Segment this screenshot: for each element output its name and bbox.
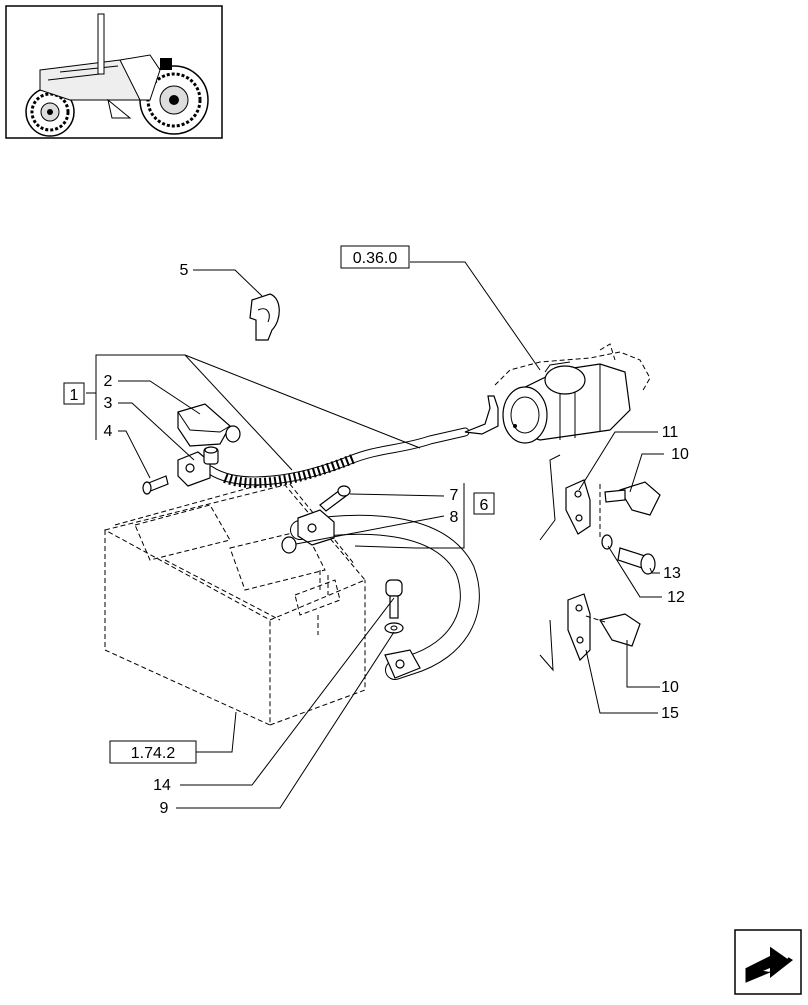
ref-label-1742: 1.74.2: [131, 745, 176, 762]
bracket-lower: [567, 593, 641, 662]
tractor-thumbnail: [5, 5, 223, 139]
ground-bolt: [384, 579, 404, 634]
ref-box-1742[interactable]: 1.74.2: [109, 740, 197, 764]
item-label-1: 1: [70, 387, 79, 404]
callout-14: 14: [153, 777, 171, 794]
callout-10-lower: 10: [661, 679, 679, 696]
callout-5: 5: [180, 262, 189, 279]
clamp-bolt: [142, 475, 169, 495]
callout-12: 12: [667, 589, 685, 606]
callout-11: 11: [662, 424, 679, 441]
terminal-clamp: [177, 446, 219, 487]
ground-strap: [281, 509, 480, 680]
strap-bolt: [319, 485, 351, 512]
break-mark: [539, 454, 561, 541]
callout-4: 4: [104, 423, 113, 440]
callout-9: 9: [160, 800, 169, 817]
tractor-icon: [25, 13, 209, 137]
terminal-cover: [177, 403, 241, 447]
callout-8: 8: [450, 509, 459, 526]
callout-2: 2: [104, 373, 113, 390]
callout-10-upper: 10: [671, 446, 689, 463]
ref-box-036[interactable]: 0.36.0: [340, 245, 410, 269]
callout-7: 7: [450, 487, 459, 504]
leader-lines: [86, 261, 664, 809]
callout-13: 13: [663, 565, 681, 582]
callout-3: 3: [104, 395, 113, 412]
break-mark: [539, 619, 554, 672]
callout-15: 15: [661, 705, 679, 722]
starter-motor: [494, 343, 651, 444]
cable-clip: [249, 293, 280, 341]
item-label-6: 6: [480, 497, 489, 514]
next-page-arrow-icon: [743, 942, 793, 983]
bracket-upper: [565, 479, 661, 575]
next-page-button[interactable]: [734, 929, 802, 995]
item-box-1: 1: [63, 382, 85, 405]
positive-cable: [205, 395, 499, 489]
item-box-6: 6: [473, 492, 495, 515]
callout-labels: 5 2 3 4 7 8 11 10 13 12 10 15 14 9: [104, 262, 689, 817]
ref-label-036: 0.36.0: [353, 250, 398, 267]
